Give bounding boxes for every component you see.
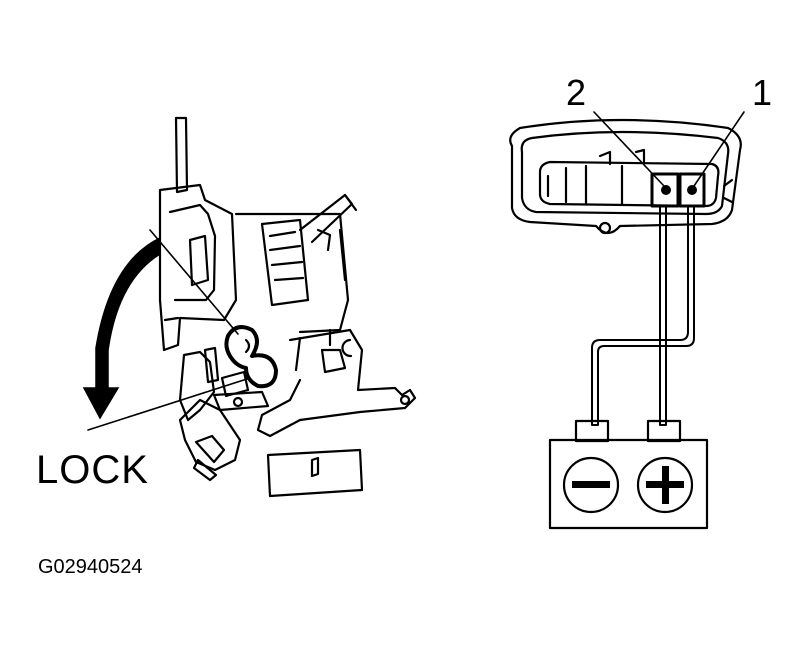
- terminal-1-label: 1: [752, 72, 773, 113]
- minus-icon: [572, 481, 610, 488]
- battery-negative-terminal: [562, 456, 620, 514]
- battery-positive-terminal: [636, 456, 694, 514]
- door-lock-assembly: [87, 116, 417, 498]
- motor-connector: [509, 118, 742, 235]
- terminal-dots: [661, 185, 697, 195]
- lock-direction-label: LOCK: [36, 448, 149, 492]
- battery: [548, 419, 709, 530]
- terminal-leader-lines: [593, 111, 745, 187]
- plus-icon: [646, 466, 684, 504]
- terminal-2-label: 2: [566, 72, 587, 113]
- figure-code: G02940524: [38, 556, 143, 578]
- test-wires: [591, 205, 695, 426]
- rotation-arrow: [82, 236, 161, 420]
